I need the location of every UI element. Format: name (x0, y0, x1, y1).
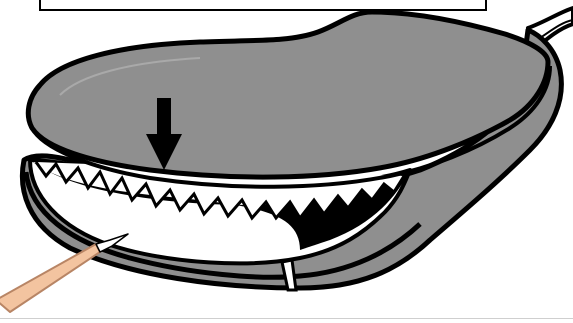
cover-highlight (59, 57, 201, 96)
caption-frame (39, 0, 487, 11)
bottom-divider (0, 318, 573, 319)
seal-inner-wall (30, 160, 410, 250)
pick-tool-icon (0, 233, 129, 313)
arrow-down-icon (146, 98, 182, 170)
cover-edge (30, 65, 552, 189)
rim-notch (280, 258, 298, 292)
lower-rim (23, 171, 422, 280)
